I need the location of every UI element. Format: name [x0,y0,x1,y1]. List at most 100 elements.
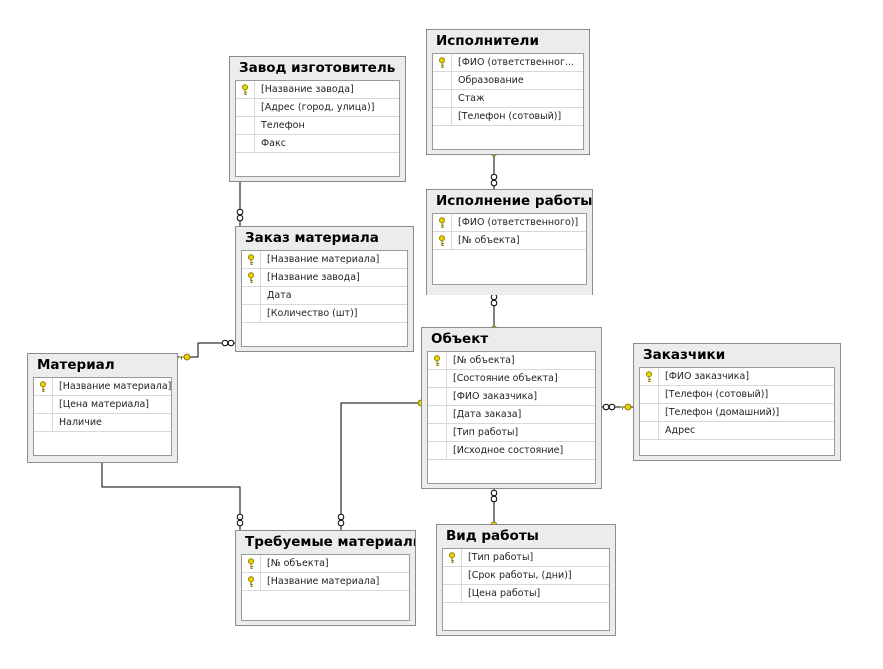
row-selector[interactable] [34,378,53,395]
row-selector[interactable] [242,555,261,572]
column-label: [Телефон (сотовый)] [665,388,769,400]
column-label: [ФИО заказчика] [665,370,750,382]
column-row[interactable]: [Название материала] [34,378,171,396]
column-row[interactable]: [Исходное состояние] [428,442,595,460]
column-row[interactable]: [Название завода] [242,269,407,287]
table-ispolniteli[interactable]: Исполнители [ФИО (ответственног...Образов… [426,29,590,155]
table-vid[interactable]: Вид работы [Тип работы] [Срок работы, (дни… [436,524,616,636]
primary-key-icon [242,83,248,95]
table-title[interactable]: Материал [37,357,115,373]
table-title[interactable]: Завод изготовитель [239,60,396,76]
table-title[interactable]: Исполнение работы [436,193,592,209]
row-selector[interactable] [242,305,261,322]
column-label: [Дата заказа] [453,408,522,420]
row-selector[interactable] [433,72,452,89]
table-ispolnenie[interactable]: Исполнение работы [ФИО (ответственного)][… [426,189,593,295]
column-label: [№ объекта] [267,557,329,569]
column-row[interactable]: [Адрес (город, улица)] [236,99,399,117]
row-selector[interactable] [433,232,452,249]
column-row[interactable]: Факс [236,135,399,153]
row-selector[interactable] [242,287,261,304]
row-selector[interactable] [428,352,447,369]
column-row[interactable]: [ФИО заказчика] [428,388,595,406]
column-row[interactable]: [Название завода] [236,81,399,99]
column-row[interactable]: [Срок работы, (дни)] [443,567,609,585]
primary-key-icon [646,370,652,382]
column-row[interactable]: [Телефон (сотовый)] [640,386,834,404]
column-row[interactable]: [Цена работы] [443,585,609,603]
row-selector[interactable] [433,54,452,71]
primary-key-icon [248,557,254,569]
row-selector[interactable] [428,442,447,459]
column-label: Телефон [261,119,305,131]
column-row[interactable]: [№ объекта] [428,352,595,370]
table-zakazchiki[interactable]: Заказчики [ФИО заказчика] [Телефон (сотовы… [633,343,841,461]
column-label: [Количество (шт)] [267,307,358,319]
column-row[interactable]: [Телефон (сотовый)] [433,108,583,126]
column-row[interactable]: [Телефон (домашний)] [640,404,834,422]
column-row[interactable]: Телефон [236,117,399,135]
table-title[interactable]: Вид работы [446,528,539,544]
table-title[interactable]: Объект [431,331,489,347]
table-obekt[interactable]: Объект [№ объекта][Состояние объекта] [ФИО… [421,327,602,489]
column-row[interactable]: [ФИО (ответственного)] [433,214,586,232]
row-selector[interactable] [640,368,659,385]
table-title[interactable]: Заказчики [643,347,726,363]
table-title[interactable]: Исполнители [436,33,539,49]
table-material[interactable]: Материал [Название материала][Цена матери… [27,353,178,463]
relationship-line-obekt-trebuemye[interactable] [340,402,421,530]
column-row[interactable]: Дата [242,287,407,305]
column-label: Стаж [458,92,485,104]
table-zakaz[interactable]: Заказ материала [Название материала][Назв… [235,226,414,352]
column-label: [Название завода] [261,83,354,95]
column-row[interactable]: Адрес [640,422,834,440]
row-selector[interactable] [443,585,462,602]
table-zavod[interactable]: Завод изготовитель [Название завода] [Адре… [229,56,406,182]
row-selector[interactable] [433,214,452,231]
column-row[interactable]: [Дата заказа] [428,406,595,424]
row-selector[interactable] [428,370,447,387]
column-row[interactable]: [Название материала] [242,573,409,591]
many-end-infinity-icon [337,513,345,527]
column-row[interactable]: [Состояние объекта] [428,370,595,388]
row-selector[interactable] [433,108,452,125]
column-row[interactable]: [Тип работы] [428,424,595,442]
row-selector[interactable] [433,90,452,107]
column-row[interactable]: [№ объекта] [433,232,586,250]
column-row[interactable]: [ФИО (ответственног... [433,54,583,72]
row-selector[interactable] [443,567,462,584]
column-row[interactable]: [Название материала] [242,251,407,269]
column-row[interactable]: [Тип работы] [443,549,609,567]
column-label: [Срок работы, (дни)] [468,569,572,581]
table-title[interactable]: Требуемые материалы [245,534,415,550]
row-selector[interactable] [640,422,659,439]
column-row[interactable]: Стаж [433,90,583,108]
column-row[interactable]: [Цена материала] [34,396,171,414]
column-row[interactable]: Образование [433,72,583,90]
column-row[interactable]: [Количество (шт)] [242,305,407,323]
relationship-line-material-zakaz[interactable] [178,342,235,358]
row-selector[interactable] [443,549,462,566]
column-row[interactable]: [№ объекта] [242,555,409,573]
row-selector[interactable] [428,406,447,423]
row-selector[interactable] [236,117,255,134]
column-row[interactable]: [ФИО заказчика] [640,368,834,386]
table-trebuemye[interactable]: Требуемые материалы [№ объекта] [Название … [235,530,416,626]
row-selector[interactable] [236,135,255,152]
row-selector[interactable] [242,251,261,268]
row-selector[interactable] [236,99,255,116]
row-selector[interactable] [34,414,53,431]
row-selector[interactable] [640,386,659,403]
row-selector[interactable] [428,424,447,441]
row-selector[interactable] [640,404,659,421]
row-selector[interactable] [242,573,261,590]
table-title[interactable]: Заказ материала [245,230,379,246]
relationship-line-material-trebuemye[interactable] [101,463,241,530]
row-selector[interactable] [236,81,255,98]
row-selector[interactable] [34,396,53,413]
column-label: [ФИО заказчика] [453,390,538,402]
primary-key-icon [248,271,254,283]
row-selector[interactable] [428,388,447,405]
column-row[interactable]: Наличие [34,414,171,432]
row-selector[interactable] [242,269,261,286]
